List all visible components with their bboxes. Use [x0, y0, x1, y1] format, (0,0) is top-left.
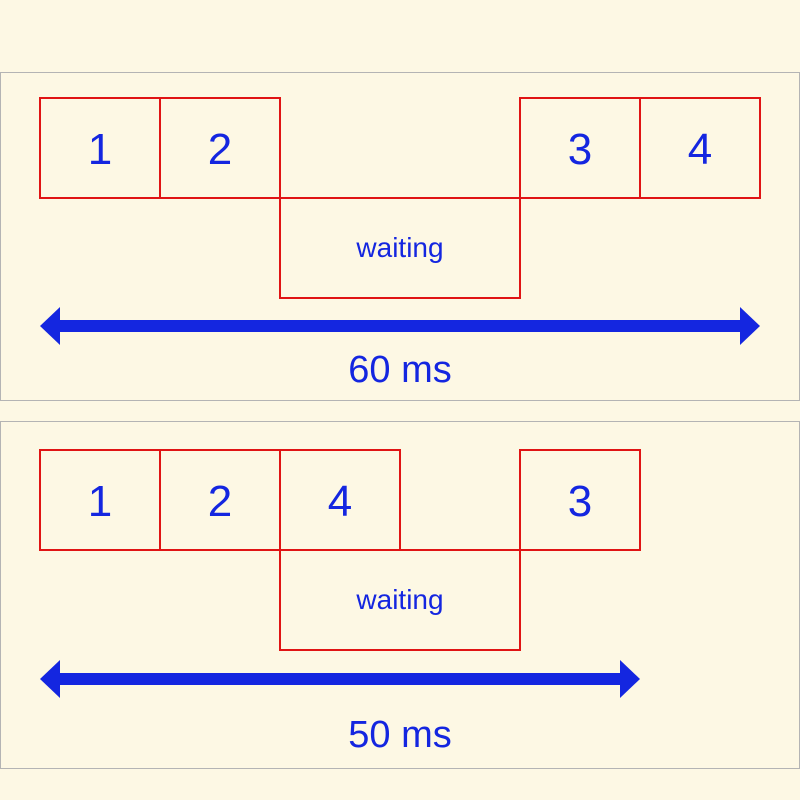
arrow-head-left [40, 660, 60, 698]
waiting-label: waiting [355, 584, 443, 615]
task-label: 1 [88, 477, 112, 526]
waiting-label: waiting [355, 232, 443, 263]
task-label: 2 [208, 125, 232, 174]
duration-label: 60 ms [348, 349, 451, 391]
waiting-box [279, 197, 521, 299]
timeline-panel-sequential [0, 72, 800, 401]
task-box-2 [159, 97, 281, 199]
task-box-3 [519, 449, 641, 551]
task-label: 4 [688, 125, 712, 174]
task-label: 1 [88, 125, 112, 174]
task-label: 2 [208, 477, 232, 526]
task-label: 4 [328, 477, 352, 526]
task-label: 3 [568, 477, 592, 526]
duration-label: 50 ms [348, 714, 451, 756]
waiting-box [279, 549, 521, 651]
arrow-head-left [40, 307, 60, 345]
arrow-head-right [740, 307, 760, 345]
task-box-4 [639, 97, 761, 199]
arrow-head-right [620, 660, 640, 698]
task-label: 3 [568, 125, 592, 174]
